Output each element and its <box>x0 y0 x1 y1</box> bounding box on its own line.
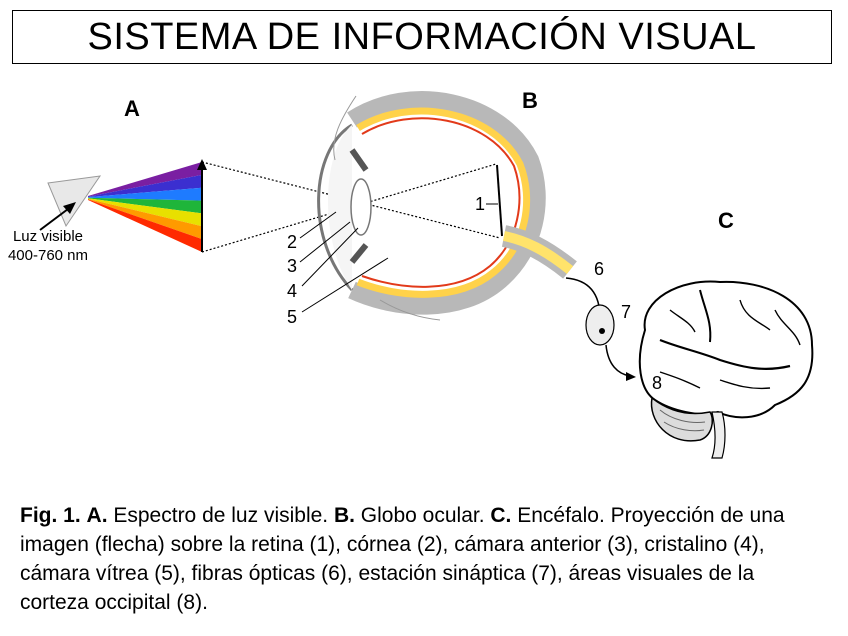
label-anterior-chamber: 3 <box>287 256 298 276</box>
caption-fig: Fig. 1. <box>20 504 81 527</box>
label-cornea: 2 <box>287 232 298 252</box>
prism-label-line2: 400-760 nm <box>7 247 89 264</box>
spectrum-band <box>88 197 202 214</box>
spectrum-band <box>88 199 202 252</box>
label-retina: 1 <box>475 194 486 214</box>
caption-a-text: Espectro de luz visible. <box>107 504 334 527</box>
vision-diagram <box>39 91 814 459</box>
label-visual-cortex: 8 <box>652 373 663 393</box>
synaptic-dot <box>599 328 605 334</box>
panel-label-a: A <box>124 96 140 121</box>
page-title: SISTEMA DE INFORMACIÓN VISUAL <box>87 15 757 58</box>
prism-label: Luz visible 400-760 nm <box>2 227 94 265</box>
spectrum-band <box>88 162 202 197</box>
caption-b-bold: B. <box>333 504 355 527</box>
eyeball <box>317 91 577 321</box>
caption-c-text: Encéfalo. Proyección de una imagen (flec… <box>20 504 785 614</box>
title-box: SISTEMA DE INFORMACIÓN VISUAL <box>12 10 832 64</box>
cortex-arrowhead <box>626 372 636 381</box>
caption-c-bold: C. <box>490 504 512 527</box>
spectrum-band <box>88 174 202 198</box>
panel-label-b: B <box>522 88 538 113</box>
spectrum-band <box>88 198 202 240</box>
label-lens: 4 <box>287 281 298 301</box>
image-arrowhead <box>197 159 207 170</box>
pointer-5 <box>301 257 389 313</box>
pointer-2 <box>299 211 337 239</box>
synaptic-station <box>585 304 615 346</box>
panel-label-c: C <box>718 208 734 233</box>
caption-b-text: Globo ocular. <box>354 504 491 527</box>
visible-spectrum <box>88 162 202 252</box>
pointer-3 <box>299 221 351 263</box>
spectrum-band <box>88 198 202 227</box>
prism-label-line1: Luz visible <box>12 228 84 245</box>
light-arrowhead <box>63 202 76 214</box>
cortex-path <box>605 344 631 377</box>
brain <box>638 280 814 459</box>
pointer-4 <box>301 227 359 287</box>
label-synaptic-station: 7 <box>621 302 632 322</box>
caption-a-bold: A. <box>86 504 108 527</box>
figure-caption: Fig. 1. A. Espectro de luz visible. B. G… <box>20 501 820 617</box>
label-vitreous-chamber: 5 <box>287 307 298 327</box>
label-optic-fibers: 6 <box>594 259 605 279</box>
spectrum-band <box>88 187 202 201</box>
